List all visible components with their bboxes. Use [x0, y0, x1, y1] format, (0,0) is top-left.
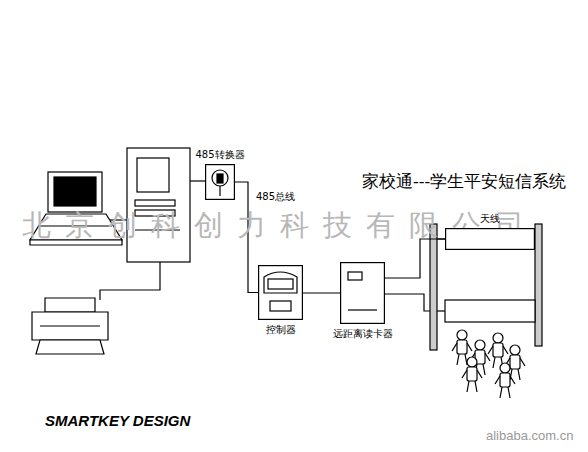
title: 家校通---学生平安短信系统	[362, 170, 566, 193]
device-outline	[205, 164, 235, 200]
wire	[385, 239, 445, 278]
wire	[190, 180, 205, 181]
antenna-pole	[535, 224, 542, 346]
controller-device: 控制器	[258, 265, 303, 320]
printer	[32, 312, 108, 340]
device-outline	[258, 265, 303, 320]
device-label: 控制器	[266, 324, 296, 335]
antenna-bar: 天线	[445, 228, 535, 250]
students	[452, 330, 525, 398]
computer-tower	[127, 148, 190, 262]
watermark-site: alibaba.com.cn	[486, 428, 573, 443]
monitor	[48, 172, 102, 212]
card-reader-device: 远距离读卡器	[340, 262, 385, 324]
device-outline	[445, 228, 535, 250]
printer-paper	[45, 298, 95, 312]
antenna-pole	[430, 224, 437, 350]
wire	[303, 292, 340, 293]
tower-panel	[137, 158, 169, 192]
antenna-bar	[445, 300, 535, 322]
bus-label: 485总线	[255, 190, 296, 204]
monitor-screen	[54, 177, 96, 206]
designer-mark: SMARTKEY DESIGN	[45, 412, 190, 429]
device-outline	[340, 262, 385, 324]
device-label: 485转换器	[195, 149, 244, 160]
wire	[385, 294, 430, 311]
device-label: 天线	[480, 213, 500, 224]
wire	[100, 262, 160, 300]
device-label: 远距离读卡器	[333, 328, 393, 339]
converter-device: 485转换器	[205, 164, 235, 200]
